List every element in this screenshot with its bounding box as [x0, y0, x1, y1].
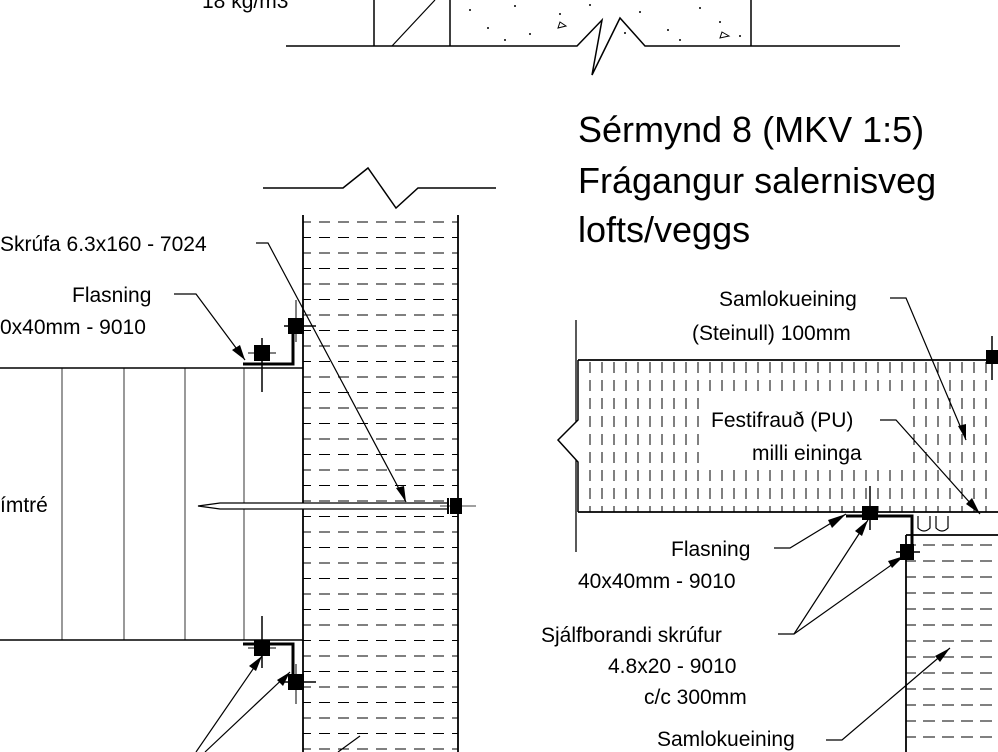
foam-leader	[880, 419, 981, 515]
flashing-label-line-1: Flasning	[72, 284, 151, 307]
panel-leader	[890, 297, 967, 441]
screws-leader-1	[778, 519, 869, 635]
panel2-label-line-1: Samlokueining	[657, 728, 795, 751]
aggregate-mark-2	[719, 31, 731, 39]
left-wall-panel	[263, 166, 496, 752]
title-line-2: Frágangur salernisveg	[578, 160, 936, 201]
screw-leader	[256, 242, 407, 503]
left-detail: ímtré Skrúf	[0, 166, 496, 752]
screws-label-line-1: Sjálfborandi skrúfur	[541, 624, 722, 647]
panel-label-line-2: (Steinull) 100mm	[692, 322, 851, 345]
right-wall-panel	[905, 534, 998, 752]
right-flashing-label-line-2: 40x40mm - 9010	[578, 570, 736, 593]
panel-label-line-1: Samlokueining	[719, 288, 857, 311]
right-flashing-angle	[846, 336, 998, 560]
ceiling-panel: Festifrauð (PU) milli eininga	[556, 359, 998, 513]
slab-bottom-break-line	[286, 16, 900, 76]
density-label: 18 kg/m3	[202, 0, 288, 13]
right-flashing-leader	[774, 513, 847, 549]
long-screw	[197, 498, 476, 514]
flashing-leader	[174, 293, 246, 361]
bottom-leader-1	[195, 655, 263, 752]
lower-flashing-angle	[243, 616, 316, 704]
right-detail: Festifrauð (PU) milli eininga Samlokuein…	[541, 288, 998, 752]
screws-label-line-2: 4.8x20 - 9010	[608, 655, 736, 678]
screw-label: Skrúfa 6.3x160 - 7024	[0, 233, 207, 256]
ceiling-break-line	[556, 360, 579, 512]
upper-flashing-angle	[243, 300, 316, 392]
screws-label-line-3: c/c 300mm	[644, 686, 747, 709]
title-line-1: Sérmynd 8 (MKV 1:5)	[578, 109, 924, 150]
top-fragment: 18 kg/m3	[202, 0, 900, 76]
bottom-leader-2	[204, 671, 291, 752]
title-line-3: lofts/veggs	[578, 209, 750, 250]
right-flashing-label-line-1: Flasning	[671, 538, 750, 561]
screws-leader-2	[793, 555, 905, 635]
panel2-leader	[826, 647, 951, 741]
foam-label-line-1: Festifrauð (PU)	[711, 409, 853, 432]
bottom-leader-3	[337, 735, 361, 752]
concrete-dots	[469, 4, 741, 41]
timber-member: ímtré	[0, 367, 303, 641]
aggregate-mark-1	[557, 21, 568, 29]
flashing-label-line-2: 0x40mm - 9010	[0, 316, 146, 339]
wall-top-break-line	[263, 166, 496, 210]
timber-label: ímtré	[0, 494, 48, 517]
detail-title: Sérmynd 8 (MKV 1:5) Frágangur salernisve…	[578, 109, 936, 250]
foam-label-line-2: milli eininga	[752, 442, 862, 465]
frame-diagonal	[391, 0, 436, 47]
